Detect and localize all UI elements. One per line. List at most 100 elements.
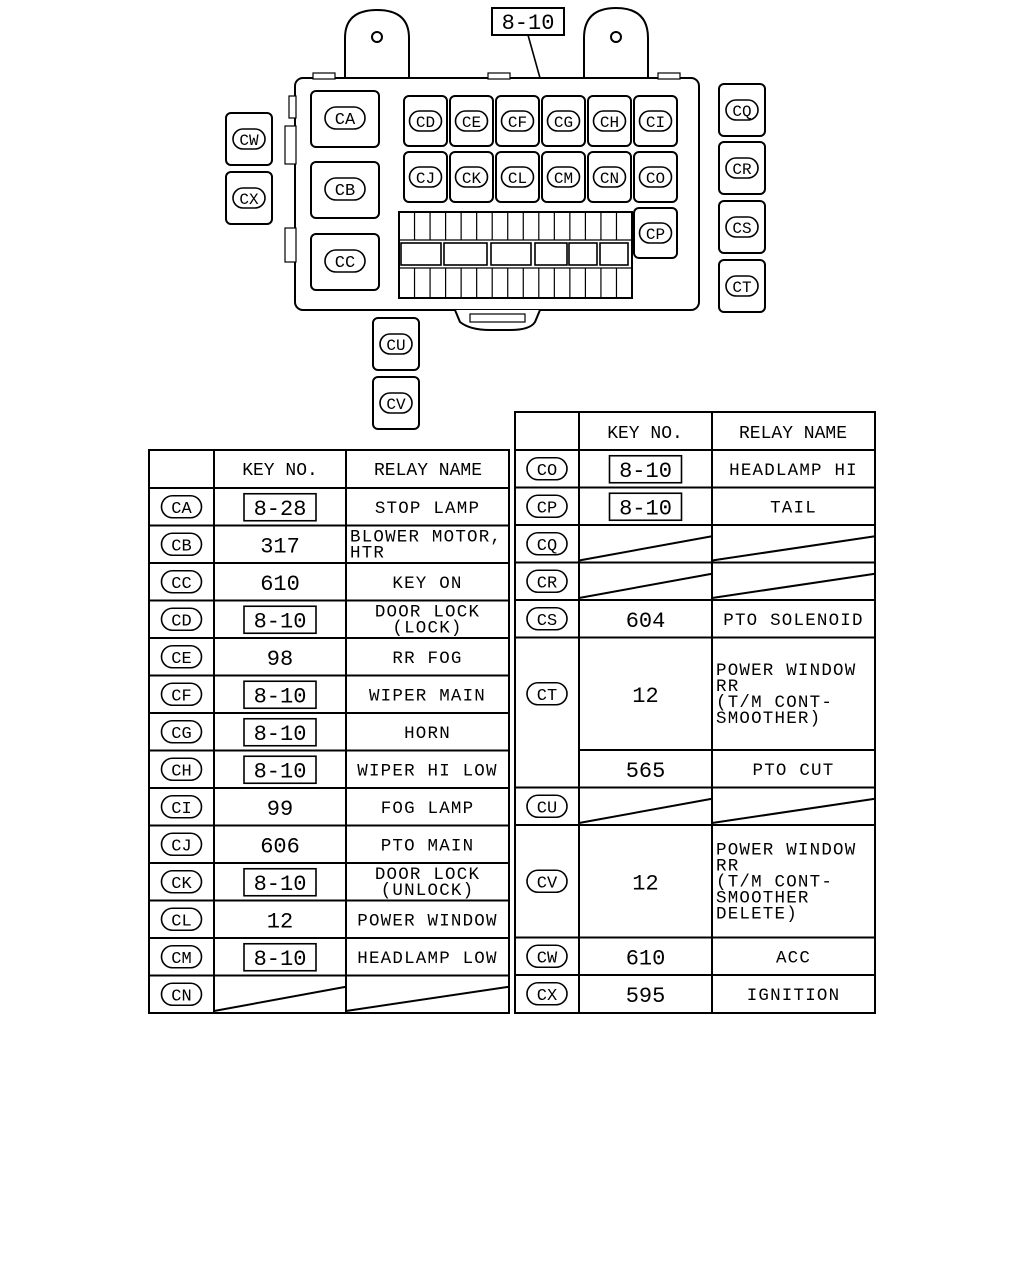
right-relay-name: HEADLAMP HI — [729, 461, 858, 481]
right-code-cs: CS — [526, 606, 568, 631]
relay-cw-label: CW — [232, 128, 266, 150]
left-key-no: 8-10 — [254, 759, 307, 784]
relay-cx-label: CX — [232, 187, 266, 209]
left-code-cb-text: CB — [171, 537, 191, 556]
left-code-cf: CF — [160, 682, 203, 706]
relay-ca-label-text: CA — [335, 111, 356, 130]
relay-cj-label-text: CJ — [416, 170, 435, 188]
right-code-cv-text: CV — [537, 874, 558, 893]
relay-cr: CR — [718, 141, 766, 195]
relay-cc-label-text: CC — [335, 254, 355, 273]
relay-cv: CV — [372, 376, 420, 430]
relay-cx: CX — [225, 171, 273, 225]
right-code-cr-text: CR — [537, 574, 557, 593]
left-code-cc-text: CC — [171, 575, 191, 594]
relay-cg: CG — [541, 95, 586, 147]
relay-cd-label-text: CD — [416, 114, 435, 132]
right-code-cx-text: CX — [537, 987, 557, 1006]
left-relay-name-line: (UNLOCK) — [381, 881, 475, 901]
left-code-cb: CB — [160, 532, 203, 556]
connector-key-label: 8-10 — [491, 7, 565, 36]
right-key-box — [608, 492, 683, 522]
right-blank-slash — [578, 572, 713, 599]
relay-cu-label: CU — [379, 333, 413, 355]
left-relay-name: HEADLAMP LOW — [357, 949, 497, 969]
relay-cq: CQ — [718, 83, 766, 137]
right-code-cp: CP — [526, 494, 568, 518]
left-key-no: 8-10 — [254, 609, 307, 634]
left-code-cg-text: CG — [171, 725, 191, 744]
left-key-no: 8-28 — [254, 497, 307, 522]
right-code-cv: CV — [526, 869, 568, 893]
right-blank-slash — [711, 572, 876, 599]
right-relay-name-line: (T/M CONT- — [716, 693, 833, 713]
right-blank-slash — [711, 797, 876, 824]
right-row-cq: CQ — [526, 531, 876, 562]
relay-cb-label-text: CB — [335, 182, 355, 201]
relay-cf-label-text: CF — [508, 114, 527, 132]
left-code-ck-text: CK — [171, 875, 192, 894]
left-code-cf-text: CF — [171, 687, 191, 706]
left-row-cf: CF 8-10 WIPER MAIN — [160, 680, 486, 710]
left-relay-name: WIPER MAIN — [369, 686, 486, 706]
relay-cg-label: CG — [546, 110, 581, 132]
relay-cl-label-text: CL — [508, 170, 527, 188]
relay-ce-label: CE — [454, 110, 489, 132]
left-relay-name-line: HTR — [350, 543, 385, 563]
relay-ch-label: CH — [592, 110, 627, 132]
left-key-box — [243, 680, 317, 710]
right-blank-slash — [578, 797, 713, 824]
relay-ck-label: CK — [454, 166, 489, 188]
right-relay-name-line: RR — [716, 856, 739, 876]
left-code-ci-text: CI — [171, 800, 191, 819]
right-key-no: 604 — [626, 609, 666, 634]
right-relay-name-line: POWER WINDOW — [716, 840, 856, 860]
right-code-cs-text: CS — [537, 612, 557, 631]
relay-cq-label-text: CQ — [732, 103, 751, 121]
relay-ct-label: CT — [725, 275, 759, 297]
left-code-ck: CK — [160, 869, 203, 894]
left-code-cd: CD — [160, 607, 203, 631]
left-code-cj: CJ — [160, 832, 203, 856]
relay-cr-label-text: CR — [732, 161, 752, 179]
relay-cp-label-text: CP — [646, 226, 665, 244]
left-code-cc: CC — [160, 569, 203, 594]
relay-cw: CW — [225, 112, 273, 166]
relay-cj-label: CJ — [408, 166, 443, 188]
right-key-no: 8-10 — [619, 459, 672, 484]
left-key-no: 8-10 — [254, 684, 307, 709]
left-blank-slash — [345, 985, 510, 1012]
relay-cd: CD — [403, 95, 448, 147]
relay-cj: CJ — [403, 151, 448, 203]
relay-cd-label: CD — [408, 110, 443, 132]
right-code-co-text: CO — [537, 462, 557, 481]
left-key-no: 8-10 — [254, 947, 307, 972]
right-relay-name-header: RELAY NAME — [739, 424, 847, 444]
left-relay-name: STOP LAMP — [375, 499, 480, 519]
relay-cx-label-text: CX — [239, 191, 259, 209]
right-code-cw: CW — [526, 944, 568, 968]
relay-cc: CC — [310, 233, 380, 291]
left-key-no: 99 — [267, 797, 293, 822]
right-code-cu: CU — [526, 794, 568, 818]
left-code-cl-text: CL — [171, 912, 191, 931]
relay-cf-label: CF — [500, 110, 535, 132]
relay-cs-label: CS — [725, 216, 759, 238]
left-code-ch: CH — [160, 757, 203, 781]
right-code-cq: CQ — [526, 531, 568, 556]
left-relay-name: PTO MAIN — [381, 836, 475, 856]
left-key-box — [243, 867, 317, 897]
right-code-ct-text: CT — [537, 687, 557, 706]
